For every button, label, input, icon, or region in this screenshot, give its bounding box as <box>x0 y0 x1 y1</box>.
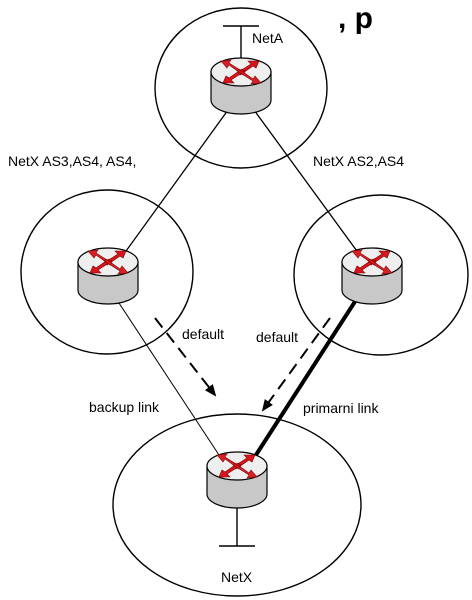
as-circle-bottom <box>112 413 362 597</box>
neta-label: NetA <box>252 30 284 46</box>
backup-link-label: backup link <box>89 399 160 415</box>
router-icon <box>77 247 139 305</box>
link-top-left <box>120 109 229 259</box>
as-circle-right <box>293 194 469 356</box>
router-icon <box>206 451 268 509</box>
router-icon <box>210 57 272 115</box>
router-icon <box>341 247 403 305</box>
as-circle-top <box>154 7 328 169</box>
primary-link-label: primarni link <box>303 400 379 416</box>
link-top-right <box>253 109 363 259</box>
default-right-label: default <box>256 329 298 345</box>
title-fragment: , p <box>338 2 373 35</box>
route-left-label: NetX AS3,AS4, AS4, <box>8 153 136 169</box>
netx-bottom-label: NetX <box>221 569 253 585</box>
backup-link-line <box>116 299 222 459</box>
route-right-label: NetX AS2,AS4 <box>313 153 404 169</box>
as-circle-left <box>20 189 194 355</box>
primary-link-line <box>252 298 358 460</box>
default-left-label: default <box>182 326 224 342</box>
default-arrow-left <box>154 317 217 397</box>
